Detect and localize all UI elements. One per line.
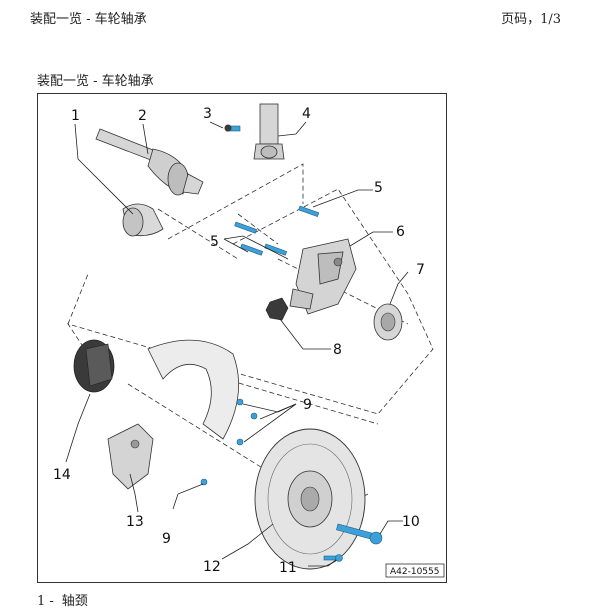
- callout-9b: 9: [162, 531, 171, 547]
- callout-14: 14: [53, 467, 71, 483]
- shock-absorber: [253, 103, 285, 160]
- legend-label: 轴颈: [61, 594, 88, 609]
- legend-item-1: 1 - 轴颈: [37, 590, 96, 609]
- callout-4: 4: [302, 106, 311, 122]
- page-number: 页码，1/3: [501, 12, 561, 27]
- callout-10: 10: [402, 514, 420, 530]
- bolts-5: [234, 205, 320, 256]
- wheel-bearing-housing: [289, 238, 357, 315]
- callout-numbers: 1 2 3 4 5 5 6 7 8 9 9 10 11 12 13 14: [53, 106, 425, 576]
- screw-11: [323, 554, 343, 562]
- bolt-3: [224, 124, 241, 132]
- callout-11: 11: [279, 560, 297, 576]
- exploded-view-figure: 1 2 3 4 5 5 6 7 8 9 9 10 11 12 13 14 A42…: [37, 93, 447, 583]
- callout-2: 2: [138, 108, 147, 124]
- bolt-10: [336, 523, 383, 545]
- screws-9: [200, 398, 258, 486]
- drive-shaft: [95, 128, 204, 196]
- legend-number: 1 -: [37, 594, 54, 609]
- splash-shield: [147, 339, 239, 440]
- page-header-title: 装配一览 - 车轮轴承: [30, 12, 147, 27]
- callout-5a: 5: [374, 180, 383, 196]
- callout-7: 7: [416, 262, 425, 278]
- section-title: 装配一览 - 车轮轴承: [37, 74, 154, 89]
- nut-8: [265, 297, 289, 321]
- callout-12: 12: [203, 559, 221, 575]
- callout-5b: 5: [210, 234, 219, 250]
- callout-13: 13: [126, 514, 144, 530]
- wheel-hub: [73, 339, 115, 393]
- figure-code: A42-10555: [390, 567, 440, 577]
- leader-lines: [65, 121, 409, 567]
- exploded-diagram: 1 2 3 4 5 5 6 7 8 9 9 10 11 12 13 14 A42…: [53, 103, 445, 578]
- cv-joint-boot: [122, 203, 164, 237]
- brake-caliper-carrier: [107, 423, 154, 490]
- callout-8: 8: [333, 342, 342, 358]
- brake-disc: [254, 428, 366, 570]
- callout-9a: 9: [303, 397, 312, 413]
- callout-1: 1: [71, 108, 80, 124]
- callout-3: 3: [203, 106, 212, 122]
- callout-6: 6: [396, 224, 405, 240]
- wheel-bearing: [373, 303, 403, 341]
- figure-code-box: A42-10555: [385, 563, 445, 578]
